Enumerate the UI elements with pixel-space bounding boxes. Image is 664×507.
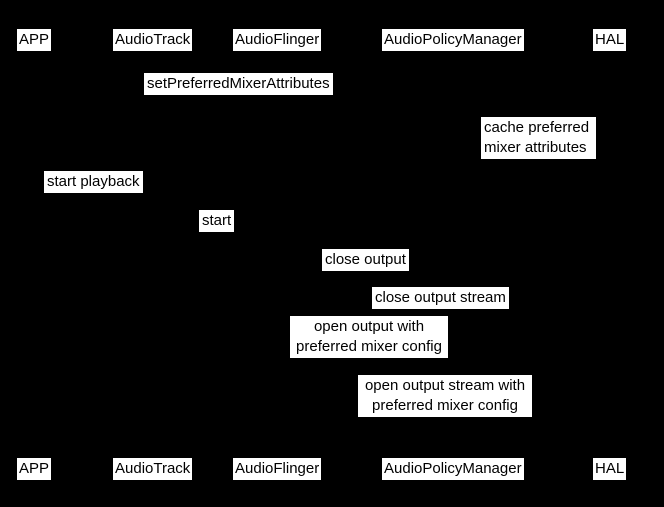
lifeline-hal	[609, 51, 610, 458]
arrow-start-playback	[35, 193, 155, 194]
message-label-close-output[interactable]: close output	[322, 249, 409, 271]
message-label-cache-preferred-mixer-attributes[interactable]: cache preferred mixer attributes	[481, 117, 596, 159]
arrow-cache-preferred-mixer-attributes	[457, 157, 497, 158]
message-label-start-playback[interactable]: start playback	[44, 171, 143, 193]
message-line-1: open output with	[313, 318, 425, 335]
arrow-close-output	[280, 271, 457, 272]
message-label-open-output-with-preferred-mixer-config[interactable]: open output with preferred mixer config	[290, 316, 448, 358]
participant-header-app[interactable]: APP	[17, 29, 52, 51]
participant-footer-audiopolicymanager[interactable]: AudioPolicyManager	[382, 458, 524, 480]
participant-header-hal[interactable]: HAL	[593, 29, 627, 51]
arrow-start	[155, 232, 280, 233]
message-line-2: preferred mixer config	[372, 397, 518, 414]
participant-header-audiopolicymanager[interactable]: AudioPolicyManager	[382, 29, 524, 51]
participant-footer-audioflinger[interactable]: AudioFlinger	[233, 458, 322, 480]
arrow-set-preferred-mixer-attributes	[35, 95, 457, 96]
message-label-close-output-stream[interactable]: close output stream	[372, 287, 509, 309]
lifeline-app	[35, 51, 36, 458]
message-label-open-output-stream-with-preferred-mixer-config[interactable]: open output stream with preferred mixer …	[358, 375, 532, 417]
participant-header-audioflinger[interactable]: AudioFlinger	[233, 29, 322, 51]
message-line-2: preferred mixer config	[296, 338, 442, 355]
arrow-close-output-stream	[280, 309, 609, 310]
message-line-1: cache preferred	[484, 119, 590, 136]
participant-footer-app[interactable]: APP	[17, 458, 52, 480]
participant-header-audiotrack[interactable]: AudioTrack	[113, 29, 193, 51]
lifeline-audioflinger	[280, 51, 281, 458]
message-label-start[interactable]: start	[199, 210, 235, 232]
participant-footer-audiotrack[interactable]: AudioTrack	[113, 458, 193, 480]
message-line-1: open output stream with	[364, 377, 526, 394]
message-label-set-preferred-mixer-attributes[interactable]: setPreferredMixerAttributes	[144, 73, 333, 95]
lifeline-audiotrack	[155, 51, 156, 458]
participant-footer-hal[interactable]: HAL	[593, 458, 627, 480]
lifeline-audiopolicymanager	[457, 51, 458, 458]
message-line-2: mixer attributes	[484, 139, 587, 156]
